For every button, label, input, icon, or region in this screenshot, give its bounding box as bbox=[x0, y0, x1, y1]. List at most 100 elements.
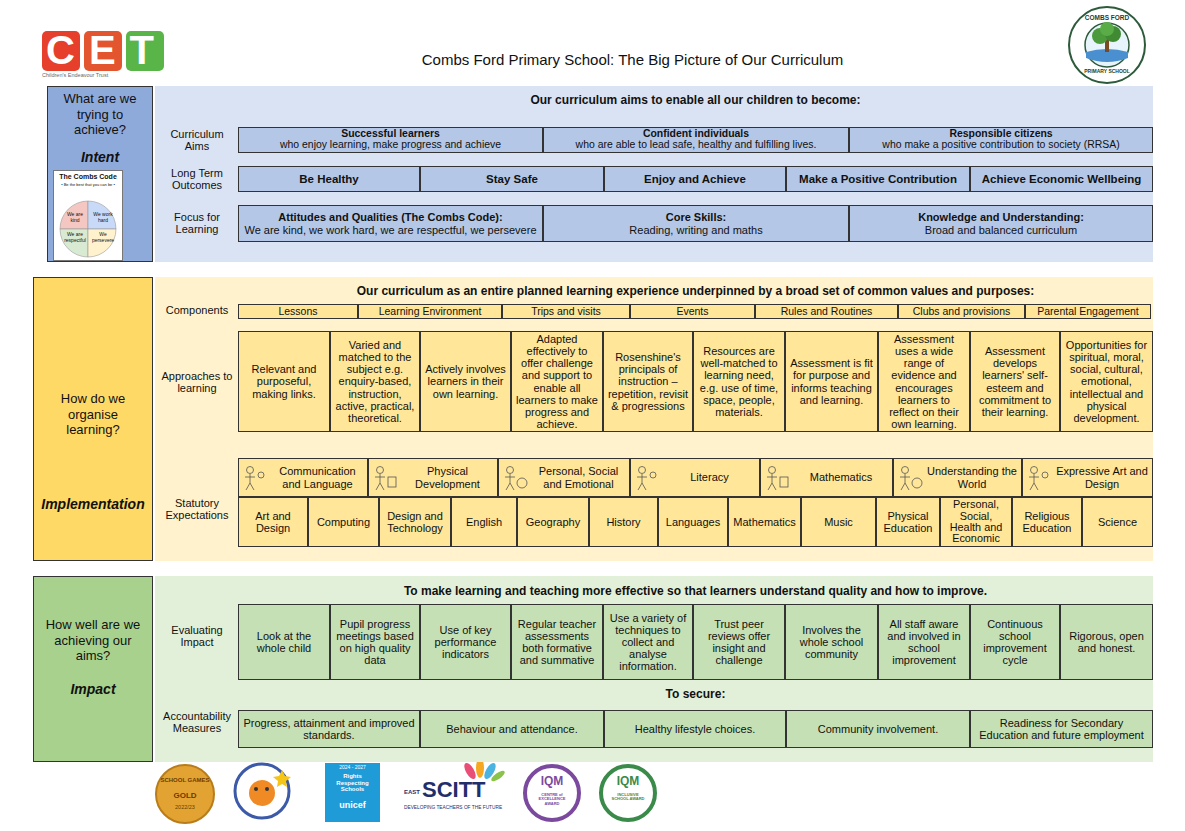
curriculum-cell: Actively involves learners in their own … bbox=[420, 331, 511, 432]
section-box: What are we trying to achieve?IntentThe … bbox=[47, 86, 153, 262]
curriculum-cell: Expressive Art and Design bbox=[1022, 458, 1153, 497]
curriculum-cell: Core Skills:Reading, writing and maths bbox=[543, 205, 849, 242]
section-stage: Impact bbox=[40, 681, 146, 698]
cell-text: Languages bbox=[666, 516, 720, 528]
curriculum-cell: Physical Education bbox=[876, 497, 940, 547]
curriculum-cell: Attitudes and Qualities (The Combs Code)… bbox=[238, 205, 543, 242]
logo-text: IQM bbox=[608, 775, 648, 788]
curriculum-cell: Geography bbox=[517, 497, 589, 547]
cell-text: Assessment develops learners' self-estee… bbox=[974, 345, 1056, 418]
logo-text: COMBS FORD bbox=[1077, 14, 1137, 21]
games-badge bbox=[156, 765, 214, 823]
cell-text: Community involvement. bbox=[818, 723, 938, 735]
cell-text: Trust peer reviews offer insight and cha… bbox=[697, 618, 781, 666]
curriculum-cell: Make a Positive Contribution bbox=[786, 166, 970, 192]
cell-text: Geography bbox=[526, 516, 580, 528]
logo-text: EAST bbox=[404, 789, 422, 796]
area-icon bbox=[896, 463, 924, 493]
cell-text: Pupil progress meetings based on high qu… bbox=[334, 618, 416, 666]
cell-text: Understanding the World bbox=[926, 465, 1018, 489]
logo-text: 2024 - 2027 bbox=[327, 765, 378, 771]
area-icon bbox=[633, 463, 661, 493]
curriculum-cell: Rules and Routines bbox=[755, 304, 898, 319]
curriculum-cell: Readiness for Secondary Education and fu… bbox=[970, 710, 1153, 748]
cell-text: who make a positive contribution to soci… bbox=[882, 140, 1119, 151]
curriculum-cell: Languages bbox=[658, 497, 728, 547]
curriculum-cell: Computing bbox=[308, 497, 379, 547]
sketch-ball bbox=[517, 478, 527, 488]
section-question: How do we organise learning? bbox=[40, 391, 146, 438]
curriculum-cell: Assessment develops learners' self-estee… bbox=[970, 331, 1060, 432]
curriculum-cell: English bbox=[451, 497, 517, 547]
curriculum-cell: Resources are well-matched to learning n… bbox=[693, 331, 785, 432]
cell-heading: Attitudes and Qualities (The Combs Code)… bbox=[278, 211, 502, 223]
cell-text: We are kind, we work hard, we are respec… bbox=[244, 224, 536, 236]
row-label: Long Term Outcomes bbox=[158, 167, 236, 192]
sketch bbox=[637, 467, 656, 491]
section-question: What are we trying to achieve? bbox=[54, 91, 146, 138]
cell-text: who are able to lead safe, healthy and f… bbox=[576, 140, 817, 151]
cell-text: Reading, writing and maths bbox=[629, 224, 762, 236]
logo-text: SCITT bbox=[422, 778, 502, 803]
curriculum-cell: Involves the whole school community bbox=[785, 604, 878, 680]
cell-text: Rules and Routines bbox=[781, 306, 873, 318]
section-panel: Our curriculum as an entire planned lear… bbox=[155, 277, 1153, 561]
cell-text: Healthy lifestyle choices. bbox=[635, 723, 755, 735]
cell-heading: Responsible citizens bbox=[949, 129, 1052, 140]
iqm-badge bbox=[601, 766, 655, 820]
cell-text: Look at the whole child bbox=[242, 630, 326, 654]
cell-text: Science bbox=[1098, 516, 1137, 528]
sketch-head bbox=[258, 472, 264, 478]
cell-text: Readiness for Secondary Education and fu… bbox=[974, 717, 1149, 741]
section-box: How well are we achieving our aims? Impac… bbox=[33, 576, 153, 762]
cell-heading: Successful learners bbox=[341, 129, 440, 140]
curriculum-cell: Look at the whole child bbox=[238, 604, 330, 680]
curriculum-cell: Varied and matched to the subject e.g. e… bbox=[330, 331, 420, 432]
cell-text: Behaviour and attendance. bbox=[446, 723, 578, 735]
cell-text: Expressive Art and Design bbox=[1055, 465, 1149, 489]
area-icon bbox=[241, 463, 269, 493]
logo-text: CENTRE of EXCELLENCE AWARD bbox=[534, 793, 570, 806]
logo-text: PRIMARY SCHOOL bbox=[1077, 69, 1137, 75]
cell-text: Computing bbox=[317, 516, 370, 528]
area-icon bbox=[1025, 463, 1053, 493]
logo-text: 2022/23 bbox=[158, 804, 212, 810]
cell-text: who enjoy learning, make progress and ac… bbox=[280, 140, 501, 151]
cell-heading: Knowledge and Understanding: bbox=[918, 211, 1084, 223]
sketch-body bbox=[767, 474, 777, 490]
cell-text: Resources are well-matched to learning n… bbox=[697, 345, 781, 418]
cell-text: Assessment uses a wide range of evidence… bbox=[882, 333, 966, 430]
panel-heading: Our curriculum aims to enable all our ch… bbox=[238, 93, 1153, 107]
section-question: How well are we achieving our aims? bbox=[40, 617, 146, 664]
cell-text: Physical Development bbox=[401, 465, 494, 489]
row-label: Statutory Expectations bbox=[158, 497, 236, 522]
sketch-head bbox=[639, 467, 646, 474]
curriculum-cell: Communication and Language bbox=[238, 458, 368, 497]
code-value: We are respectful bbox=[62, 232, 88, 243]
unicef-badge bbox=[325, 763, 380, 822]
curriculum-cell: Pupil progress meetings based on high qu… bbox=[330, 604, 420, 680]
cell-text: Assessment is fit for purpose and inform… bbox=[789, 357, 874, 405]
area-icon bbox=[763, 463, 791, 493]
wheel-quarter bbox=[88, 201, 116, 229]
curriculum-cell: Learning Environment bbox=[358, 304, 502, 319]
code-value: We persevere bbox=[91, 232, 115, 243]
curriculum-cell: Mathematics bbox=[760, 458, 893, 497]
sketch-head bbox=[507, 467, 514, 474]
sketch-book bbox=[780, 477, 788, 487]
wheel-quarter bbox=[60, 229, 88, 257]
curriculum-cell: Continuous school improvement cycle bbox=[970, 604, 1060, 680]
cell-text: Physical Education bbox=[880, 510, 936, 534]
curriculum-cell: History bbox=[589, 497, 658, 547]
curriculum-cell: Progress, attainment and improved standa… bbox=[238, 710, 420, 748]
cell-text: Design and Technology bbox=[383, 510, 447, 534]
cell-text: Personal, Social, Health and Economic bbox=[944, 499, 1008, 545]
logo-text: SCHOOL GAMES bbox=[158, 777, 212, 784]
section-panel: Our curriculum aims to enable all our ch… bbox=[155, 86, 1153, 262]
cell-text: Adapted effectively to offer challenge a… bbox=[515, 333, 599, 430]
cell-text: Events bbox=[676, 306, 708, 318]
sketch-body bbox=[900, 474, 910, 490]
curriculum-cell: Be Healthy bbox=[238, 166, 420, 192]
cell-text: Trips and visits bbox=[531, 306, 601, 318]
